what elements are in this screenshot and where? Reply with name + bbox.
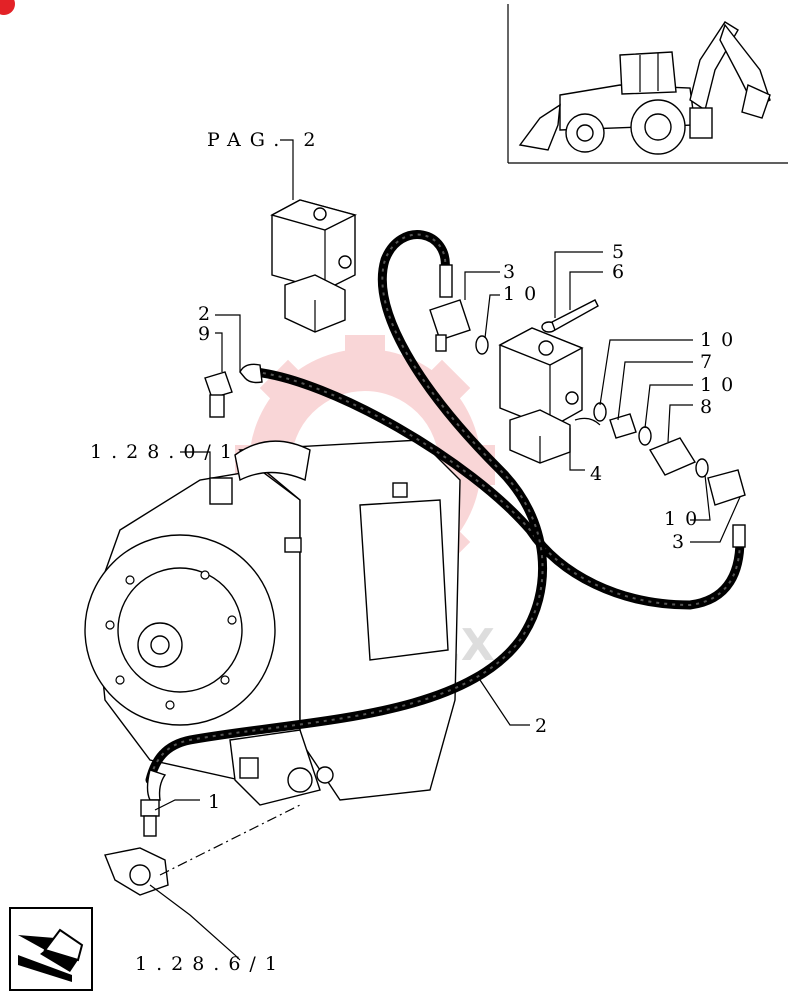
fittings: [104, 264, 746, 896]
page-reference: PAG. 2: [207, 129, 324, 151]
solenoid-valve: [270, 199, 357, 333]
callout-6: 6: [612, 261, 633, 283]
callout-2-bottom: 2: [535, 715, 556, 737]
callout-10-b: 10: [700, 329, 742, 351]
callout-7: 7: [700, 351, 721, 373]
callout-5: 5: [612, 241, 633, 263]
backhoe-loader-icon: [518, 21, 771, 155]
callout-4: 4: [590, 463, 611, 485]
callout-10-d: 10: [664, 508, 706, 530]
callout-1: 1: [208, 791, 229, 813]
transmission-housing: [84, 439, 461, 806]
leader-lines: [149, 251, 741, 961]
reference-bottom: 1.28.6/1: [135, 953, 286, 975]
corner-badge-icon: [0, 0, 15, 15]
navigation-arrow-icon[interactable]: [9, 907, 93, 991]
callout-8: 8: [700, 396, 721, 418]
callout-10-c: 10: [700, 374, 742, 396]
hydraulic-hoses: [145, 230, 745, 785]
callout-2-top: 2: [198, 303, 219, 325]
callout-3-top: 3: [503, 261, 524, 283]
callout-3-bottom: 3: [672, 531, 693, 553]
callout-9: 9: [198, 323, 219, 345]
callout-10-a: 10: [503, 283, 545, 305]
valve-block: [498, 327, 601, 464]
machine-inset: [507, 4, 788, 164]
callout-labels: 2 9 3 10 5 6 10 7 10 8 4 10 3 2 1: [198, 241, 742, 813]
reference-top: 1.28.0/1: [90, 441, 241, 463]
